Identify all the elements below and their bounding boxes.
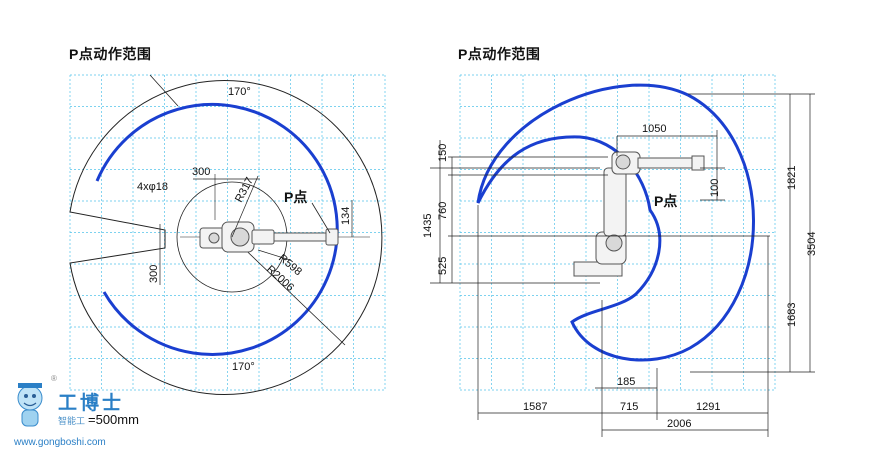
dim-3504-label: 3504 — [806, 232, 818, 256]
robot-top-view — [199, 221, 339, 253]
outer-envelope — [69, 80, 383, 395]
right-side-view: 1050 150 760 1435 525 100 P点 1821 3504 1… — [422, 83, 818, 437]
p-point-leader — [311, 202, 331, 234]
watermark-name: 工博士 — [58, 392, 125, 414]
grid-scale-label: =500mm — [88, 412, 139, 427]
dim-1821-label: 1821 — [786, 166, 798, 190]
p-point-label-left: P点 — [284, 189, 307, 205]
dimension-lines-right — [430, 93, 815, 437]
r317-label: R317 — [233, 176, 256, 205]
dim-185-label: 185 — [617, 376, 635, 388]
dim-760-label: 760 — [437, 202, 449, 220]
hole-label: 4xφ18 — [137, 181, 168, 193]
p-range-arc — [95, 102, 339, 356]
watermark-url: www.gongboshi.com — [14, 437, 106, 448]
p-range-envelope — [476, 83, 755, 362]
dim-300-top-label: 300 — [192, 166, 210, 178]
dim-300-left-label: 300 — [148, 265, 160, 283]
watermark-sub: 智能工 — [58, 416, 86, 426]
left-top-view: 170° 170° 4xφ18 300 300 R317 P点 134 R598… — [69, 74, 383, 395]
r2006-leader — [231, 236, 346, 346]
dim-1291-label: 1291 — [696, 401, 720, 413]
dim-1683-label: 1683 — [786, 303, 798, 327]
angle-top-label: 170° — [228, 86, 251, 98]
dim-150-label: 150 — [437, 144, 449, 162]
dim-1050-label: 1050 — [642, 123, 666, 135]
dim-134-label: 134 — [340, 207, 352, 225]
registered-mark: ® — [51, 374, 57, 383]
dim-2006-label: 2006 — [667, 418, 691, 430]
angle-leader-top — [149, 74, 179, 107]
robot-side-view — [573, 151, 705, 277]
dim-715-label: 715 — [620, 401, 638, 413]
dim-r317 — [231, 175, 259, 238]
dim-100-label: 100 — [709, 179, 721, 197]
right-view-title: P点动作范围 — [458, 46, 541, 62]
watermark-logo — [17, 383, 43, 427]
dim-1587-label: 1587 — [523, 401, 547, 413]
r598-leader — [257, 249, 291, 261]
p-point-label-right: P点 — [654, 193, 677, 209]
dim-525-label: 525 — [437, 257, 449, 275]
left-view-title: P点动作范围 — [69, 46, 152, 62]
dim-1435-label: 1435 — [422, 214, 434, 238]
angle-bottom-label: 170° — [232, 361, 255, 373]
